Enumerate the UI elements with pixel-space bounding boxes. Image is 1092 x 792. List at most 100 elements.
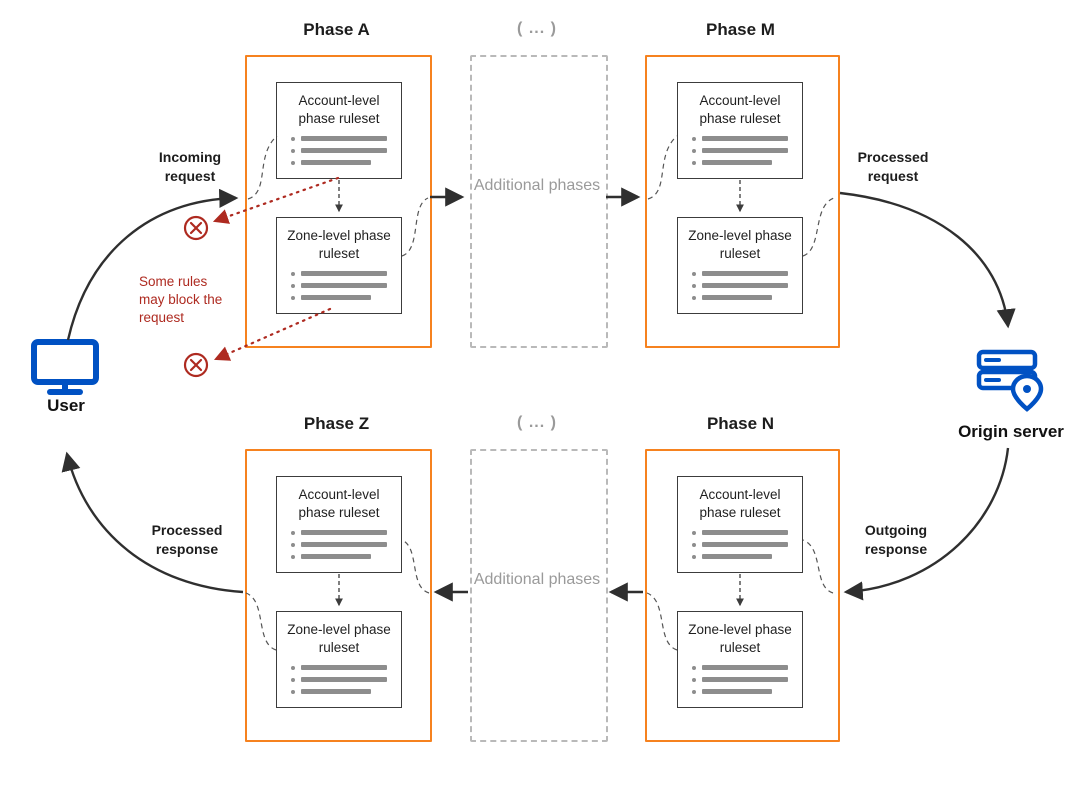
additional-phases-bottom-label: Additional phases <box>473 571 601 588</box>
list-bar <box>301 530 387 536</box>
ruleset-lines <box>692 530 802 560</box>
list-bar <box>702 677 788 683</box>
ruleset-line <box>692 271 802 277</box>
list-bar <box>702 554 772 560</box>
processed-request-label: Processed request <box>857 149 929 184</box>
phase-n-title: Phase N <box>706 414 775 433</box>
phase-n-account-ruleset: Account-level phase ruleset <box>677 476 803 573</box>
list-dot <box>692 665 696 670</box>
ruleset-line <box>291 136 401 142</box>
list-bar <box>301 295 371 301</box>
ruleset-title: Zone-level phase ruleset <box>287 622 391 655</box>
list-bar <box>702 665 788 671</box>
list-dot <box>692 160 696 165</box>
processed-response-label: Processed response <box>151 522 223 557</box>
list-dot <box>692 283 696 288</box>
additional-phases-top-label: Additional phases <box>473 177 601 194</box>
ruleset-lines <box>291 530 401 560</box>
phase-a-account-ruleset: Account-level phase ruleset <box>276 82 402 179</box>
ruleset-lines <box>291 665 401 695</box>
list-bar <box>702 148 788 154</box>
ruleset-line <box>291 554 401 560</box>
list-bar <box>301 542 387 548</box>
ruleset-line <box>692 160 802 166</box>
list-dot <box>692 689 696 694</box>
ruleset-title: Zone-level phase ruleset <box>688 622 792 655</box>
list-dot <box>692 542 696 547</box>
list-bar <box>702 530 788 536</box>
list-dot <box>291 689 295 694</box>
list-bar <box>702 136 788 142</box>
ruleset-line <box>291 160 401 166</box>
ruleset-line <box>291 677 401 683</box>
ruleset-line <box>692 136 802 142</box>
list-dot <box>291 271 295 276</box>
list-bar <box>301 271 387 277</box>
ruleset-line <box>692 542 802 548</box>
phase-m-zone-ruleset: Zone-level phase ruleset <box>677 217 803 314</box>
additional-phases-top-header: ( ... ) <box>517 20 557 37</box>
list-bar <box>301 283 387 289</box>
ruleset-line <box>291 542 401 548</box>
arrow-phase-m-to-origin <box>839 191 1016 329</box>
list-bar <box>702 271 788 277</box>
list-dot <box>291 542 295 547</box>
ruleset-lines <box>692 136 802 166</box>
ruleset-line <box>692 283 802 289</box>
list-dot <box>692 271 696 276</box>
list-bar <box>702 542 788 548</box>
list-bar <box>702 160 772 166</box>
list-bar <box>702 689 772 695</box>
ruleset-line <box>291 295 401 301</box>
list-dot <box>291 677 295 682</box>
origin-server-label: Origin server <box>958 422 1064 441</box>
block-x-icon-bottom <box>183 352 209 378</box>
ruleset-line <box>291 665 401 671</box>
ruleset-lines <box>692 665 802 695</box>
list-dot <box>692 677 696 682</box>
ruleset-line <box>692 677 802 683</box>
ruleset-line <box>291 283 401 289</box>
list-dot <box>291 160 295 165</box>
phase-z-title: Phase Z <box>303 414 370 433</box>
ruleset-line <box>291 689 401 695</box>
ruleset-line <box>291 530 401 536</box>
list-bar <box>301 665 387 671</box>
phase-z-zone-ruleset: Zone-level phase ruleset <box>276 611 402 708</box>
list-bar <box>301 136 387 142</box>
list-dot <box>291 295 295 300</box>
ruleset-line <box>291 271 401 277</box>
ruleset-title: Account-level phase ruleset <box>298 93 380 126</box>
ruleset-lines <box>291 271 401 301</box>
ruleset-line <box>692 689 802 695</box>
ruleset-line <box>692 148 802 154</box>
ruleset-title: Zone-level phase ruleset <box>688 228 792 261</box>
ruleset-line <box>692 665 802 671</box>
list-bar <box>301 677 387 683</box>
user-icon <box>31 339 99 395</box>
list-dot <box>692 148 696 153</box>
phase-a-title: Phase A <box>303 20 370 39</box>
ruleset-title: Account-level phase ruleset <box>699 93 781 126</box>
ruleset-lines <box>291 136 401 166</box>
ruleset-lines <box>692 271 802 301</box>
ruleset-title: Account-level phase ruleset <box>699 487 781 520</box>
block-x-icon-top <box>183 215 209 241</box>
ruleset-title: Account-level phase ruleset <box>298 487 380 520</box>
list-dot <box>692 295 696 300</box>
list-dot <box>291 283 295 288</box>
ruleset-line <box>291 148 401 154</box>
incoming-request-label: Incoming request <box>158 149 222 184</box>
phase-a-zone-ruleset: Zone-level phase ruleset <box>276 217 402 314</box>
ruleset-line <box>692 530 802 536</box>
user-label: User <box>47 396 85 415</box>
list-dot <box>291 136 295 141</box>
list-dot <box>692 554 696 559</box>
list-dot <box>692 530 696 535</box>
list-bar <box>301 689 371 695</box>
block-note: Some rules may block the request <box>139 274 223 326</box>
additional-phases-bottom-box <box>470 449 608 742</box>
arrow-origin-to-phase-n <box>843 447 1010 601</box>
ruleset-title: Zone-level phase ruleset <box>287 228 391 261</box>
list-dot <box>692 136 696 141</box>
